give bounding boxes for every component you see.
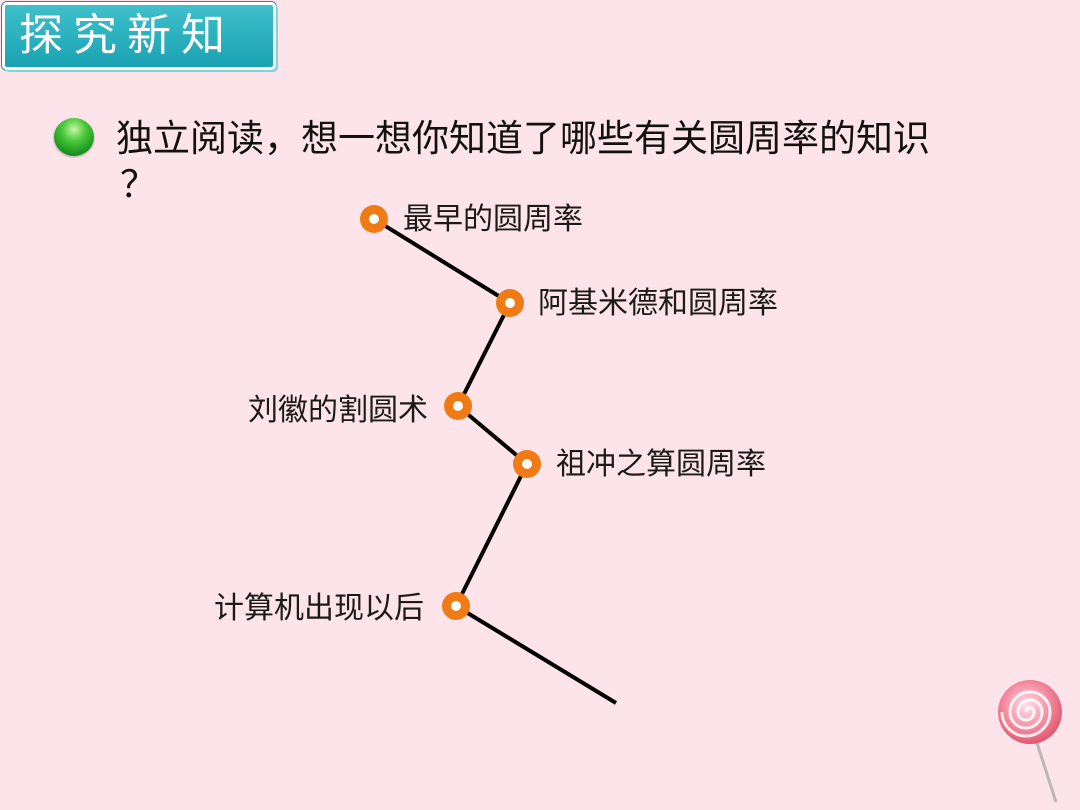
question-line-1: 独立阅读，想一想你知道了哪些有关圆周率的知识 xyxy=(116,117,930,160)
timeline-node-2 xyxy=(496,289,524,317)
question-line-2: ？ xyxy=(120,163,157,206)
section-title: 探究新知 xyxy=(2,2,276,70)
timeline-label-2: 阿基米德和圆周率 xyxy=(538,286,778,321)
timeline-node-3 xyxy=(444,392,472,420)
timeline-node-4 xyxy=(513,450,541,478)
lollipop-icon xyxy=(998,680,1062,803)
timeline-node-1 xyxy=(360,205,388,233)
timeline-label-1: 最早的圆周率 xyxy=(403,202,583,237)
timeline-path xyxy=(372,217,618,705)
green-bullet-icon xyxy=(54,118,94,156)
timeline-label-3: 刘徽的割圆术 xyxy=(248,393,428,428)
question-text: 独立阅读，想一想你知道了哪些有关圆周率的知识 ？ xyxy=(116,116,1056,208)
timeline-node-5 xyxy=(442,592,470,620)
timeline-label-5: 计算机出现以后 xyxy=(214,591,424,626)
timeline-label-4: 祖冲之算圆周率 xyxy=(556,447,766,482)
